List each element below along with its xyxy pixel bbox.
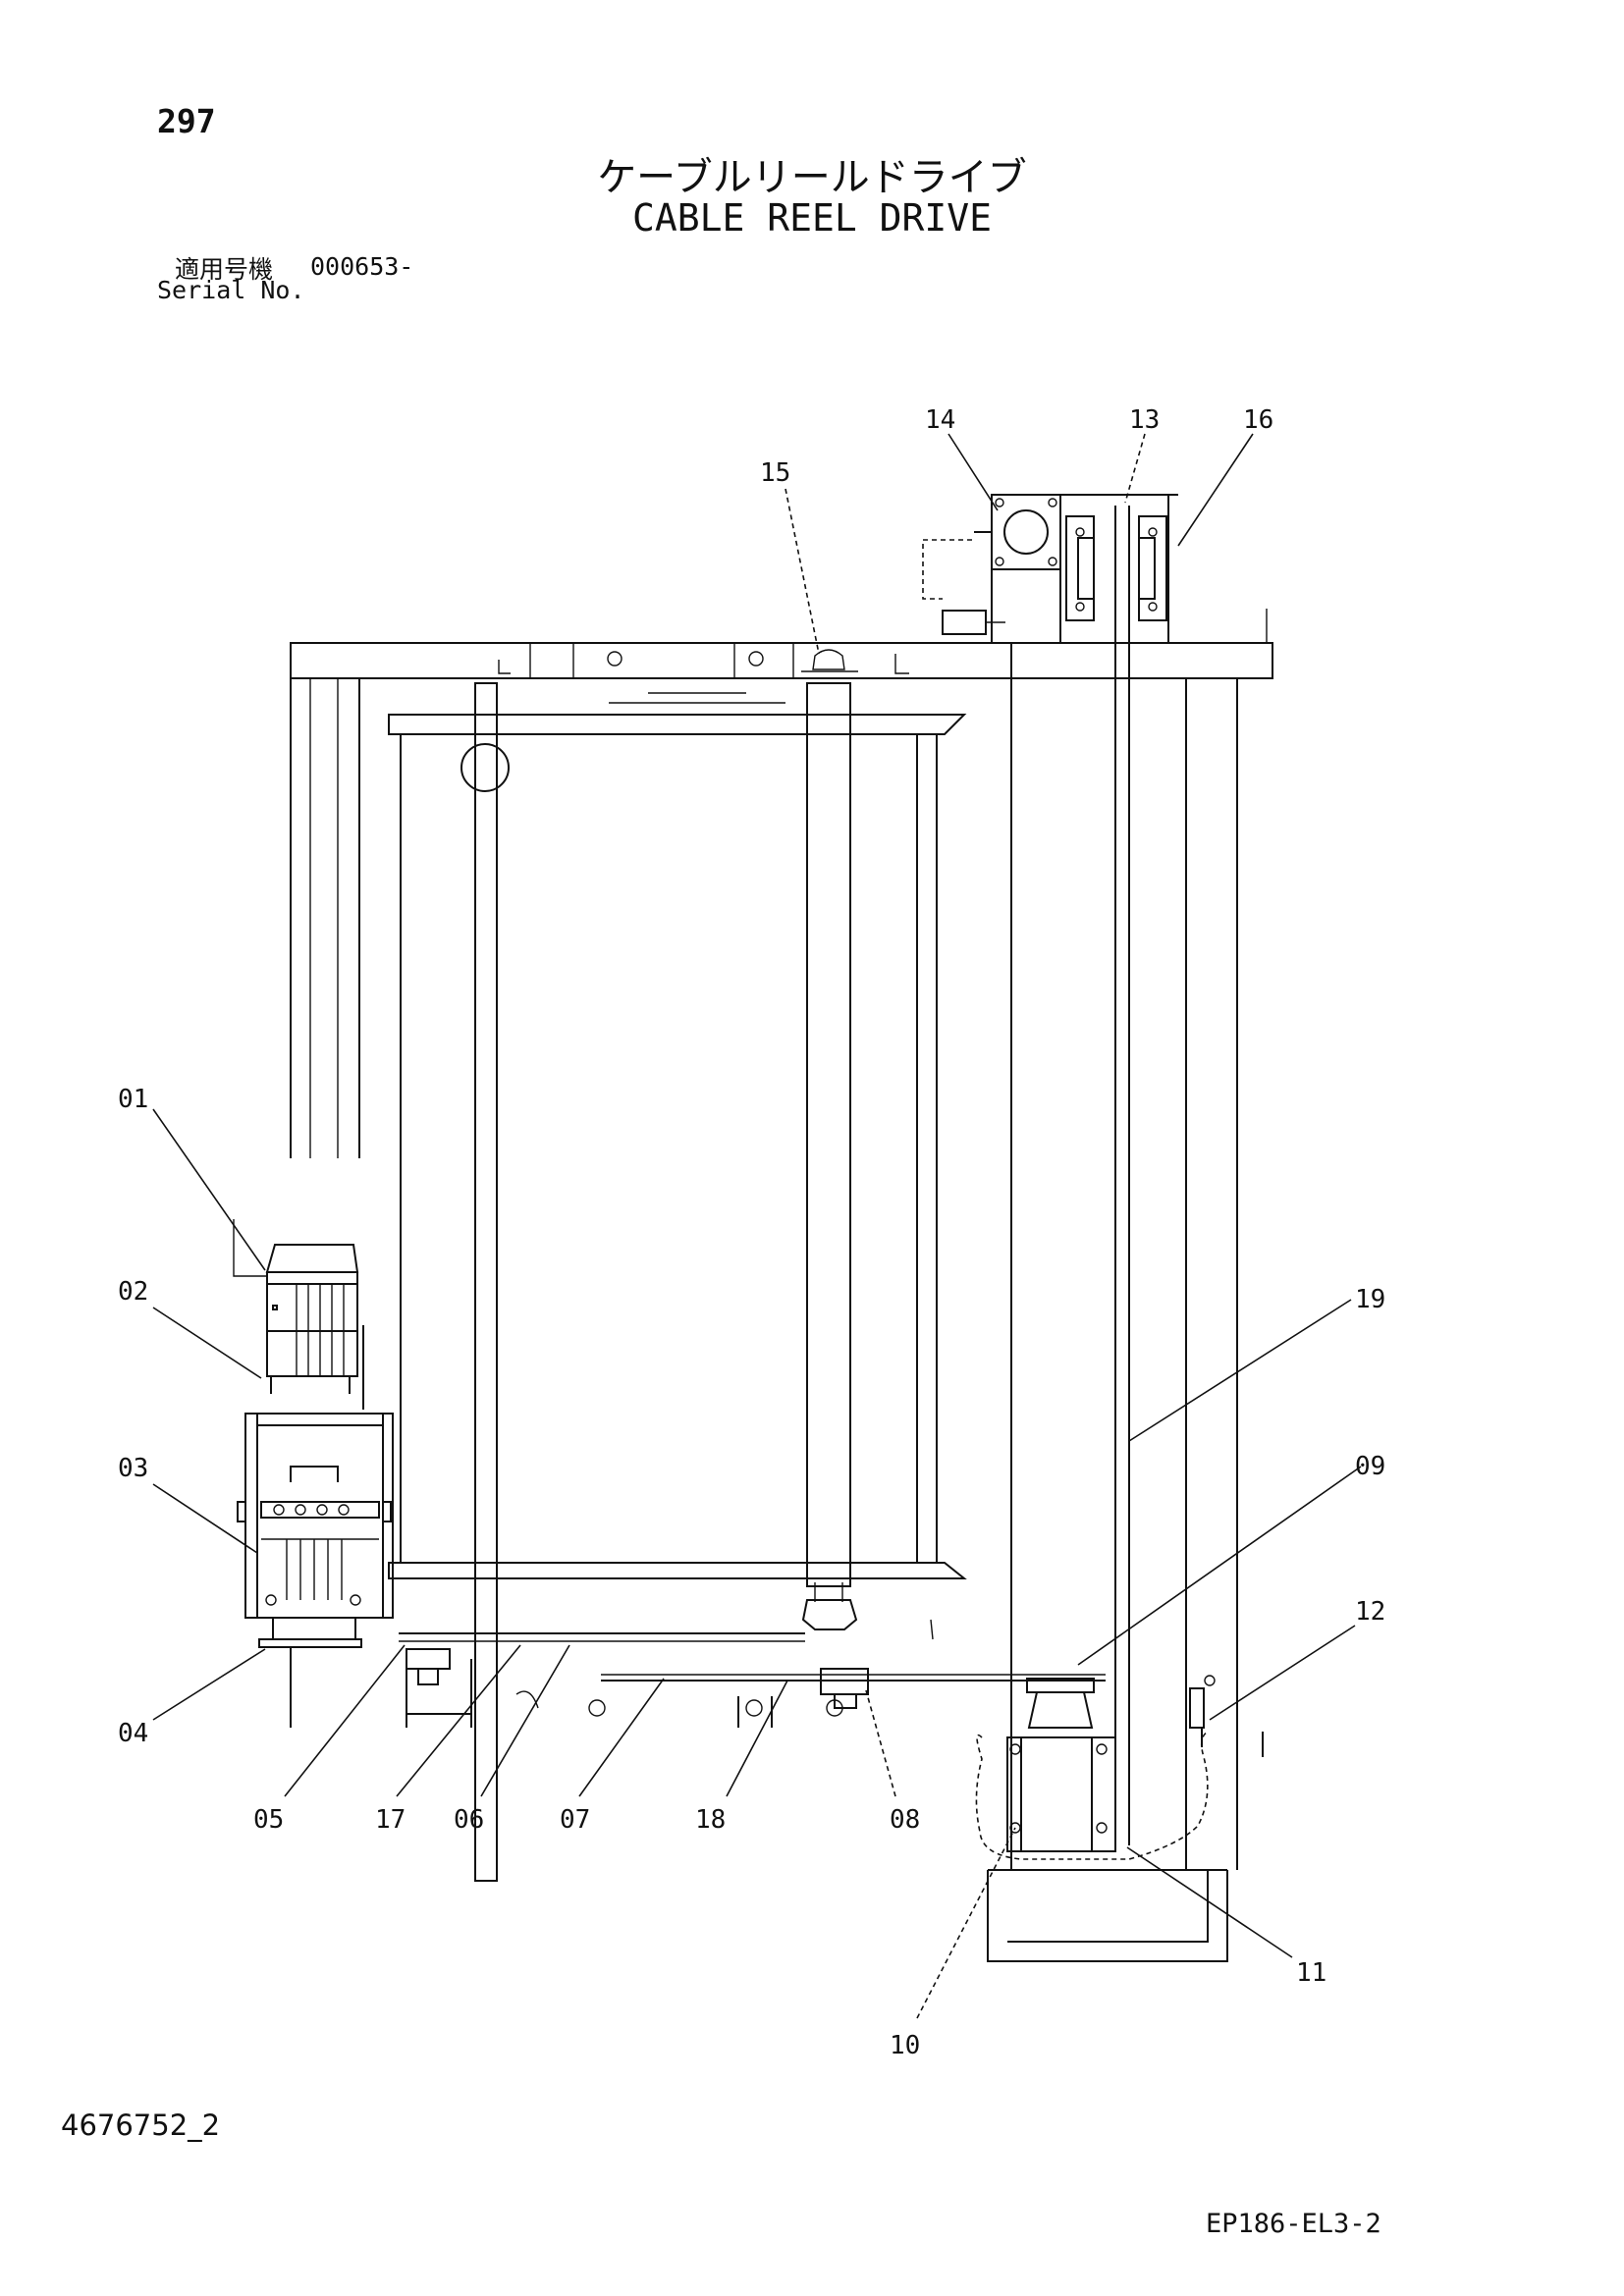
drive-motor — [233, 1219, 364, 1410]
callout-10: 10 — [890, 2031, 920, 2060]
callout-07: 07 — [560, 1805, 590, 1835]
callout-09: 09 — [1355, 1452, 1385, 1481]
callout-labels: 01 02 03 04 05 06 07 08 09 10 11 12 13 1… — [118, 405, 1385, 2060]
serial-label-english: Serial No. — [157, 276, 305, 304]
serial-number-value: 000653- — [310, 252, 414, 281]
callout-05: 05 — [253, 1805, 284, 1835]
bottom-drive-train — [399, 1582, 1264, 1757]
page-title-english: CABLE REEL DRIVE — [631, 196, 993, 240]
callout-02: 02 — [118, 1277, 148, 1307]
callout-19: 19 — [1355, 1285, 1385, 1314]
callout-16: 16 — [1243, 405, 1273, 435]
callout-18: 18 — [695, 1805, 726, 1835]
reduction-gearbox — [237, 1413, 394, 1728]
reel-drum — [388, 649, 967, 1882]
callout-08: 08 — [890, 1805, 920, 1835]
drawing-code: EP186-EL3-2 — [1206, 2209, 1381, 2239]
page-title-japanese: ケーブルリールドライブ — [597, 155, 1027, 200]
callout-leaders — [152, 433, 1362, 2019]
callout-11: 11 — [1296, 1958, 1326, 1988]
callout-01: 01 — [118, 1085, 148, 1114]
callout-04: 04 — [118, 1719, 148, 1748]
callout-03: 03 — [118, 1454, 148, 1483]
document-id: 4676752_2 — [61, 2109, 221, 2142]
top-bearing-assembly — [922, 494, 1268, 1845]
lower-bearing-assembly — [975, 1675, 1228, 1962]
callout-17: 17 — [375, 1805, 406, 1835]
serial-label-japanese: 適用号機 — [175, 255, 274, 284]
callout-06: 06 — [454, 1805, 484, 1835]
callout-14: 14 — [925, 405, 955, 435]
callout-12: 12 — [1355, 1597, 1385, 1627]
main-frame — [290, 642, 1273, 1870]
callout-13: 13 — [1129, 405, 1160, 435]
page-number: 297 — [157, 102, 216, 140]
callout-15: 15 — [760, 458, 790, 488]
